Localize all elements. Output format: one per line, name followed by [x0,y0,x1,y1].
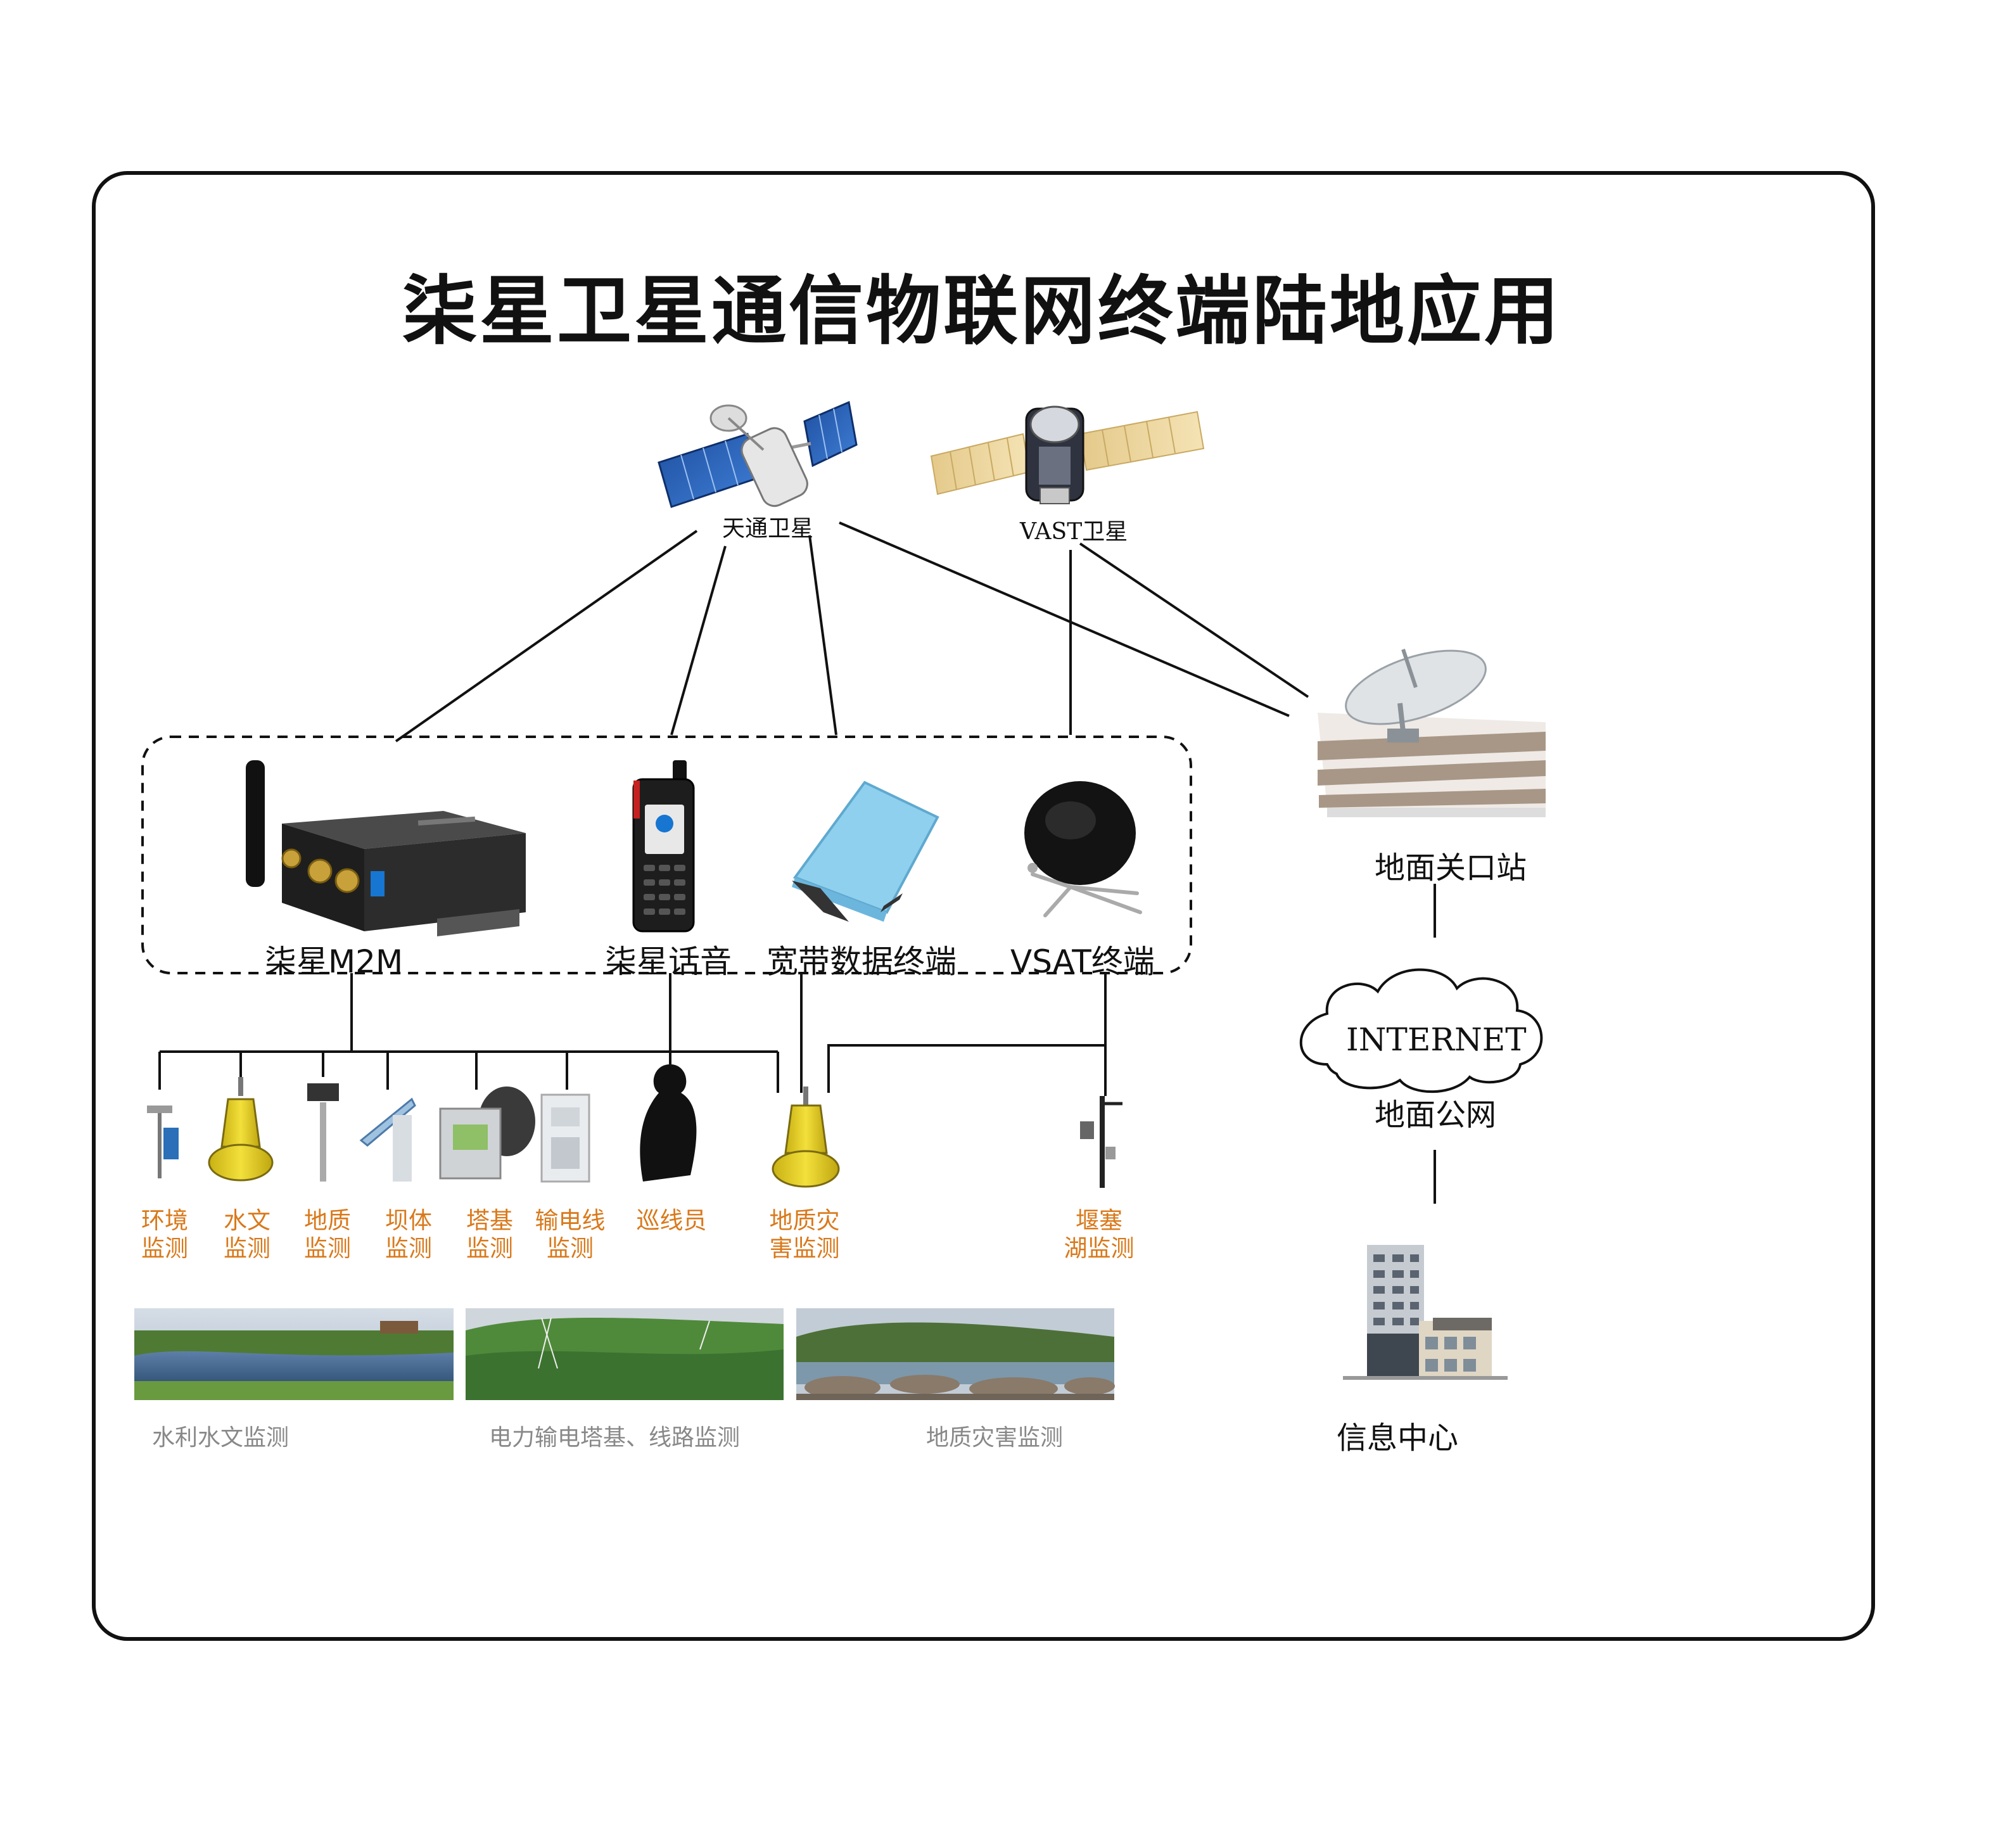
satellite-links [395,521,1309,742]
gateway-station-icon [1318,649,1546,817]
app-label-env: 环境 监测 [141,1207,188,1262]
app-label-hydro: 水文 监测 [224,1207,270,1262]
geo-monitor-icon [307,1083,339,1182]
geohazard-photo [796,1308,1115,1400]
application-connectors [158,973,1107,1096]
satellite-phone-icon [632,760,695,933]
line-monitor-icon [540,1093,590,1183]
app-label-patrol: 巡线员 [636,1207,707,1234]
vsat-terminal-icon [1024,781,1142,917]
app-label-disaster: 地质灾 害监测 [769,1207,840,1262]
link-tiantong-broadband [808,535,837,736]
public-net-label: 地面公网 [1375,1097,1497,1133]
internet-label: INTERNET [1346,1021,1527,1058]
tiantong-satellite-icon [658,400,858,508]
power-photo [466,1308,784,1400]
link-vast-gateway [1079,542,1309,698]
tower-monitor-icon [439,1086,535,1180]
water-photo-caption: 水利水文监测 [152,1425,289,1451]
broadband-label: 宽带数据终端 [766,943,957,980]
dam-monitor-icon [359,1097,416,1182]
vsat-label: VSAT终端 [1010,943,1155,980]
env-monitor-icon [147,1106,179,1178]
m2m-device-icon [246,760,526,936]
page-title: 柒星卫星通信物联网终端陆地应用 [402,267,1561,355]
link-tiantong-m2m [395,530,698,742]
vast-satellite-icon [930,405,1205,504]
link-tiantong-voice [670,545,727,736]
patrol-worker-icon [640,1064,697,1182]
lake-monitor-icon [1080,1096,1122,1188]
gateway-label: 地面关口站 [1375,850,1527,886]
terminal-group-border [141,736,1192,974]
water-photo [134,1308,454,1400]
app-label-lake: 堰塞 湖监测 [1064,1207,1135,1262]
info-center-label: 信息中心 [1337,1420,1459,1456]
app-label-geo: 地质 监测 [304,1207,351,1262]
outer-frame [92,171,1875,1641]
broadband-terminal-icon [792,781,939,922]
m2m-label: 柒星M2M [265,943,404,980]
info-center-building-icon [1343,1245,1508,1380]
link-tiantong-gateway [839,521,1290,717]
app-label-line: 输电线 监测 [535,1207,606,1262]
geohazard-photo-caption: 地质灾害监测 [926,1425,1064,1451]
internet-cloud-icon [1299,968,1543,1093]
app-label-tower: 塔基 监测 [466,1207,513,1262]
vast-label: VAST卫星 [1020,519,1128,545]
tiantong-label: 天通卫星 [722,516,814,542]
hydro-buoy-icon [208,1077,274,1182]
disaster-buoy-icon [772,1086,840,1188]
voice-label: 柒星话音 [605,943,732,980]
power-photo-caption: 电力输电塔基、线路监测 [489,1425,741,1451]
app-label-dam: 坝体 监测 [385,1207,432,1262]
